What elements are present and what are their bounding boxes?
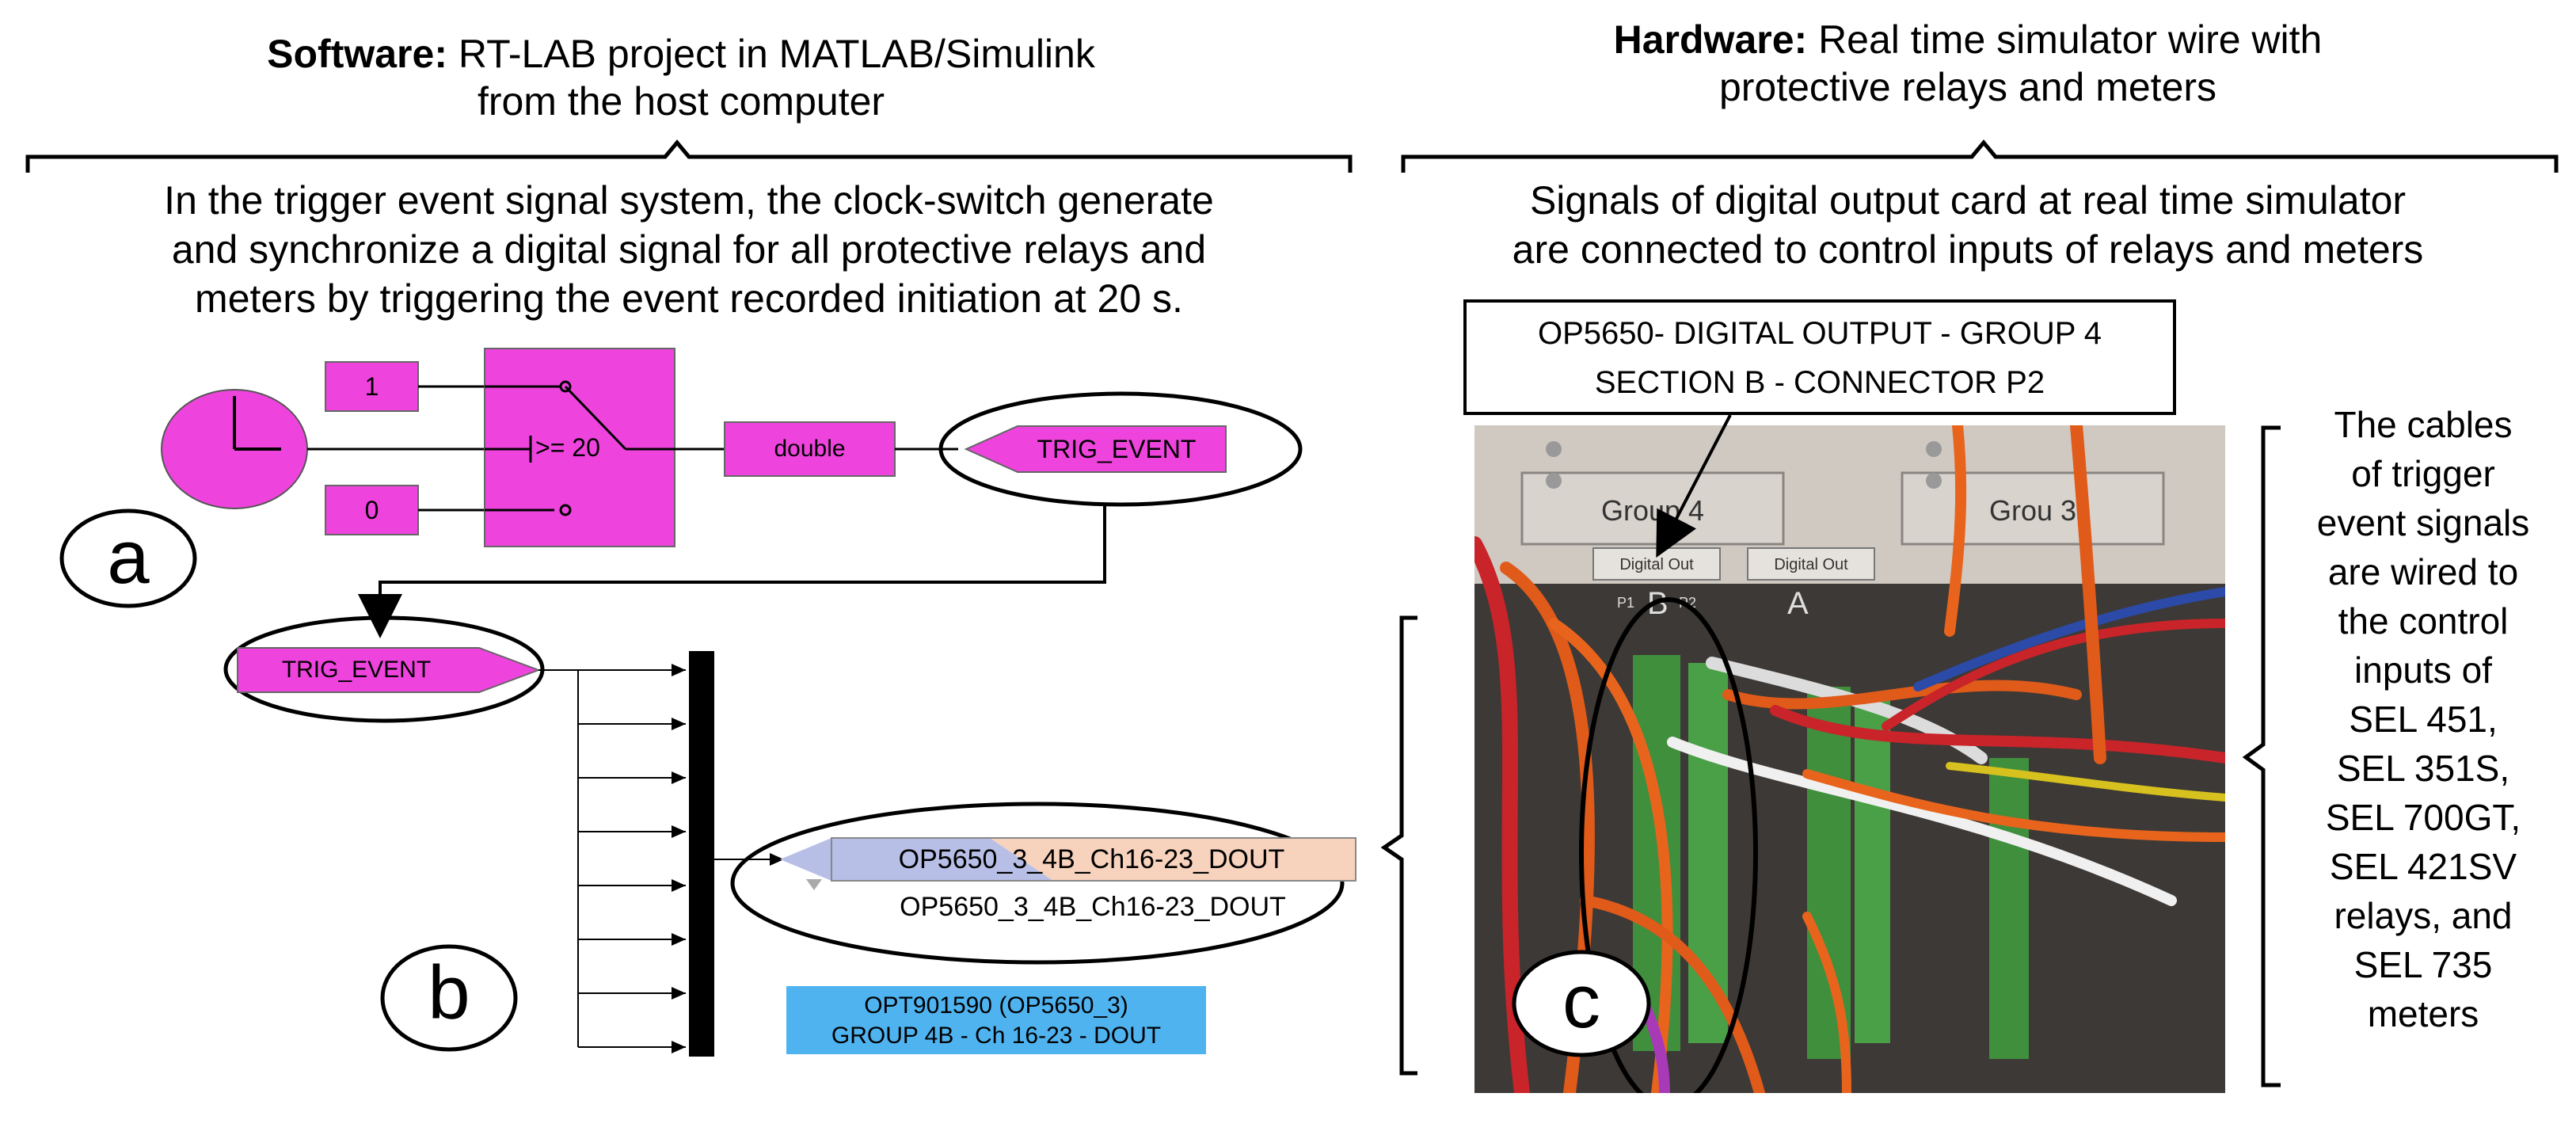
section-b-highlight [1579, 597, 1758, 1093]
hardware-description-line2: are connected to control inputs of relay… [1512, 227, 2424, 272]
software-heading-rest: RT-LAB project in MATLAB/Simulink [447, 32, 1095, 76]
p1-label: P1 [1617, 595, 1634, 611]
dout-label: OP5650_3_4B_Ch16-23_DOUT [898, 844, 1285, 874]
photo-left-bracket [1380, 615, 1417, 1076]
hardware-bracket [1401, 139, 2559, 173]
dout-highlight-ellipse [730, 802, 1345, 965]
hardware-heading-line2: protective relays and meters [1718, 65, 2217, 109]
relay-wiring-note-line: event signals [2316, 502, 2530, 543]
marker-a-label: a [107, 515, 150, 600]
goto-to-from-arrow [358, 505, 1106, 638]
card-label: OPT901590 (OP5650_3) GROUP 4B - Ch 16-23… [786, 986, 1206, 1054]
double-convert-block [724, 421, 896, 477]
constant-zero-label: 0 [364, 496, 379, 524]
marker-c-label: c [1562, 959, 1600, 1044]
simulator-photo: Group 4 Grou 3 Digital Out Digital Out P… [1474, 425, 2225, 1093]
from-trig-event-block [237, 647, 541, 693]
goto-highlight-ellipse [938, 391, 1303, 507]
group4-label: Group 4 [1601, 494, 1704, 527]
marker-b-label: b [428, 950, 470, 1035]
callout-line2: SECTION B - CONNECTOR P2 [1594, 365, 2045, 400]
relay-wiring-note: The cables of trigger event signals are wir… [2304, 400, 2542, 1038]
software-heading-bold: Software: [267, 32, 447, 76]
software-description-line1: In the trigger event signal system, the … [164, 178, 1214, 223]
from-label: TRIG_EVENT [281, 657, 432, 683]
relay-wiring-note-line: SEL 700GT, [2325, 797, 2521, 838]
marker-c-circle [1512, 950, 1651, 1057]
switch-block [484, 348, 675, 547]
hardware-heading-rest: Real time simulator wire with [1807, 17, 2323, 62]
dout-caption: OP5650_3_4B_Ch16-23_DOUT [900, 892, 1286, 922]
constant-one-label: 1 [364, 372, 379, 401]
digital-out-2: Digital Out [1774, 556, 1848, 573]
photo-right-bracket [2242, 425, 2281, 1087]
relay-wiring-note-line: meters [2367, 993, 2479, 1034]
relay-wiring-note-line: SEL 351S, [2336, 748, 2510, 789]
relay-wiring-note-line: are wired to [2327, 551, 2519, 592]
relay-wiring-note-line: of trigger [2351, 453, 2495, 494]
software-description: In the trigger event signal system, the … [32, 176, 1346, 323]
switch-threshold-label: >= 20 [535, 433, 600, 462]
marker-b-circle [380, 944, 518, 1052]
constant-zero-block [325, 485, 419, 535]
dout-block-peach [990, 838, 1356, 881]
section-a-label: A [1787, 586, 1809, 621]
callout-line1: OP5650- DIGITAL OUTPUT - GROUP 4 [1537, 316, 2102, 351]
relay-wiring-note-line: SEL 735 [2353, 944, 2493, 985]
connector-callout: OP5650- DIGITAL OUTPUT - GROUP 4 SECTION… [1463, 299, 2176, 415]
relay-wiring-note-line: SEL 451, [2349, 699, 2498, 740]
hardware-heading-bold: Hardware: [1613, 17, 1808, 62]
group3-label: Grou 3 [1989, 494, 2076, 527]
relay-wiring-note-line: inputs of [2354, 649, 2492, 691]
goto-trig-event-block [964, 425, 1227, 473]
relay-wiring-note-line: the control [2338, 600, 2509, 642]
relay-wiring-note-line: relays, and [2334, 895, 2513, 936]
software-heading: Software: RT-LAB project in MATLAB/Simul… [48, 30, 1315, 125]
relay-wiring-note-line: SEL 421SV [2329, 846, 2517, 887]
simulator-photo-art: Group 4 Grou 3 Digital Out Digital Out P… [1474, 425, 2225, 1093]
software-description-line2: and synchronize a digital signal for all… [171, 227, 1207, 272]
hardware-heading: Hardware: Real time simulator wire with … [1394, 16, 2542, 111]
dout-block-blue [780, 838, 1053, 881]
software-heading-line2: from the host computer [477, 79, 885, 124]
goto-label: TRIG_EVENT [1037, 435, 1197, 463]
hardware-description: Signals of digital output card at real t… [1394, 176, 2542, 274]
constant-one-block [325, 361, 419, 412]
hardware-description-line1: Signals of digital output card at real t… [1529, 178, 2407, 223]
software-description-line3: meters by triggering the event recorded … [195, 276, 1183, 321]
card-label-line2: GROUP 4B - Ch 16-23 - DOUT [831, 1023, 1162, 1049]
double-convert-label: double [774, 436, 846, 462]
software-bracket [25, 139, 1353, 173]
card-label-line1: OPT901590 (OP5650_3) [864, 992, 1128, 1019]
marker-a-circle [59, 508, 197, 608]
mux-bar [689, 651, 714, 1057]
digital-out-1: Digital Out [1619, 556, 1694, 573]
relay-wiring-note-line: The cables [2334, 404, 2513, 445]
mux-input-lines [578, 664, 686, 1053]
